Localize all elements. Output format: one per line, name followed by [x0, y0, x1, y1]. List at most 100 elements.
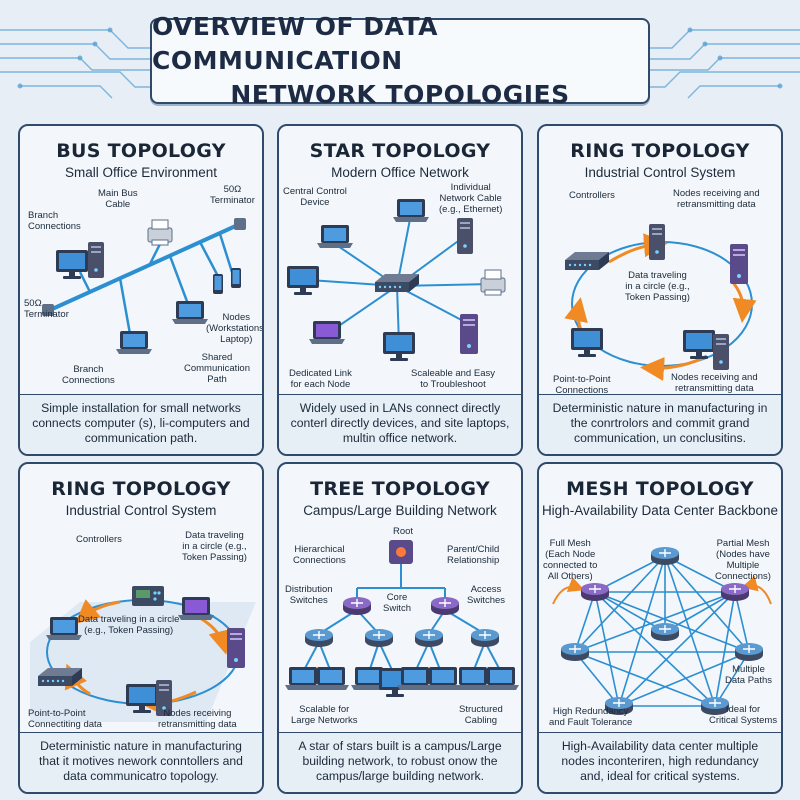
mesh-router-icon [720, 582, 750, 602]
tree-diagram [285, 540, 519, 697]
tower-icon [227, 628, 245, 668]
terminator-icon [42, 304, 54, 316]
label-data-top: Data traveling in a circle (e.g., Token … [182, 530, 247, 563]
panel-star-topology: STAR TOPOLOGY Modern Office Network Cent… [277, 124, 523, 456]
mesh-router-icon [650, 622, 680, 642]
desktop-icon [383, 332, 415, 361]
panel-subtitle: Small Office Environment [64, 165, 218, 180]
controller-icon [132, 586, 164, 606]
panel-ring-topology-bottom: RING TOPOLOGY Industrial Control System … [18, 462, 264, 794]
phone-icon [231, 268, 241, 288]
tower-icon [730, 244, 748, 284]
mesh-diagram [552, 546, 772, 716]
label-core: Core Switch [383, 592, 411, 614]
controller-switch-icon [565, 252, 609, 270]
main-bus-cable [49, 222, 241, 312]
panel-subtitle: Campus/Large Building Network [303, 503, 497, 518]
tower-icon [649, 224, 665, 260]
ring-diagram [564, 224, 757, 381]
desktop-icon [56, 250, 88, 279]
panel-mesh-topology: MESH TOPOLOGY High-Availability Data Cen… [537, 462, 783, 794]
panel-title: MESH TOPOLOGY [566, 478, 754, 500]
panel-title: RING TOPOLOGY [570, 140, 750, 162]
phone-icon [213, 274, 223, 294]
label-hierarchical: Hierarchical Connections [293, 544, 346, 566]
label-structured: Structured Cabling [459, 704, 503, 726]
label-root: Root [393, 526, 414, 537]
access-switch-icon [304, 628, 334, 648]
mesh-router-icon [734, 642, 764, 662]
panel-title: RING TOPOLOGY [51, 478, 231, 500]
tower-icon [88, 242, 104, 278]
label-scalable: Scalable for Large Networks [291, 704, 358, 726]
printer-icon [147, 219, 173, 246]
root-switch-icon [389, 540, 413, 564]
label-individual-cable: Individual Network Cable (e.g., Ethernet… [439, 182, 503, 215]
label-branch-top: Branch Connections [28, 210, 81, 232]
panel-tree-topology: TREE TOPOLOGY Campus/Large Building Netw… [277, 462, 523, 794]
laptop-icon [393, 199, 429, 222]
panel-ring-topology-top: RING TOPOLOGY Industrial Control System … [537, 124, 783, 456]
label-parent-child: Parent/Child Relationship [447, 544, 500, 566]
label-nodes: Nodes receiving retransmitting data [158, 708, 237, 730]
tower-icon [460, 314, 478, 354]
mesh-router-icon [650, 546, 680, 566]
distribution-switch-icon [430, 596, 460, 616]
panel-footer: High-Availability data center multiple n… [539, 732, 781, 792]
star-diagram [287, 199, 506, 361]
panel-title: TREE TOPOLOGY [310, 478, 490, 500]
panel-footer: Deterministic nature in manufacturing th… [20, 732, 262, 792]
main-title-banner: OVERVIEW OF DATA COMMUNICATION NETWORK T… [150, 12, 650, 109]
tower-icon [713, 334, 729, 370]
bus-diagram [42, 218, 246, 354]
main-title-line1: OVERVIEW OF DATA COMMUNICATION [152, 12, 438, 75]
panel-footer: A star of stars built is a campus/Large … [279, 732, 521, 792]
label-terminator-left: 50Ω Terminator [24, 298, 69, 320]
panel-subtitle: Modern Office Network [331, 165, 469, 180]
laptop-icon [178, 597, 214, 620]
label-branch-bottom: Branch Connections [62, 364, 115, 386]
label-controllers: Controllers [76, 534, 122, 545]
label-distribution: Distribution Switches [285, 584, 333, 606]
access-switch-icon [414, 628, 444, 648]
panel-footer: Deterministic nature in manufacturing in… [539, 394, 781, 454]
label-nodes-bottom: Nodes receiving and retransmitting data [671, 372, 758, 394]
label-high-redundancy: High Redundancy and Fault Tolerance [549, 706, 633, 728]
label-shared-path: Shared Communication Path [184, 352, 250, 385]
label-central-device: Central Control Device [283, 186, 347, 208]
panel-title: BUS TOPOLOGY [56, 140, 226, 162]
tower-icon [457, 218, 473, 254]
laptop-icon [425, 667, 461, 690]
label-access: Access Switches [467, 584, 506, 606]
label-ideal: Ideal for Critical Systems [709, 704, 778, 726]
panel-footer: Widely used in LANs connect directly con… [279, 394, 521, 454]
label-full-mesh: Full Mesh (Each Node connected to All Ot… [543, 538, 598, 582]
access-switch-icon [364, 628, 394, 648]
printer-icon [480, 269, 506, 296]
label-nodes-top: Nodes receiving and retransmitting data [673, 188, 760, 210]
access-switch-icon [470, 628, 500, 648]
label-partial-mesh: Partial Mesh (Nodes have Multiple Connec… [715, 538, 771, 582]
label-terminator-top: 50Ω Terminator [210, 184, 255, 206]
ring-diagram-bottom [30, 586, 256, 722]
mesh-router-icon [560, 642, 590, 662]
laptop-icon [317, 225, 353, 248]
laptop-icon [483, 667, 519, 690]
laptop-icon [309, 321, 345, 344]
desktop-icon [683, 330, 715, 359]
desktop-icon [287, 266, 319, 295]
label-data-center: Data traveling in a circle (e.g., Token … [625, 270, 690, 303]
label-p2p: Point-to-Point Connections [553, 374, 611, 396]
panel-subtitle: High-Availability Data Center Backbone [541, 503, 779, 518]
label-scaleable: Scaleable and Easy to Troubleshoot [411, 368, 495, 390]
label-main-bus: Main Bus Cable [98, 188, 138, 210]
panel-subtitle: Industrial Control System [584, 165, 736, 180]
laptop-icon [116, 331, 152, 354]
label-multiple-paths: Multiple Data Paths [725, 664, 772, 686]
panel-footer: Simple installation for small networks c… [20, 394, 262, 454]
label-p2p: Point-to-Point Connectiting data [28, 708, 102, 730]
laptop-icon [172, 301, 208, 324]
mesh-router-icon [580, 582, 610, 602]
laptop-icon [46, 617, 82, 640]
